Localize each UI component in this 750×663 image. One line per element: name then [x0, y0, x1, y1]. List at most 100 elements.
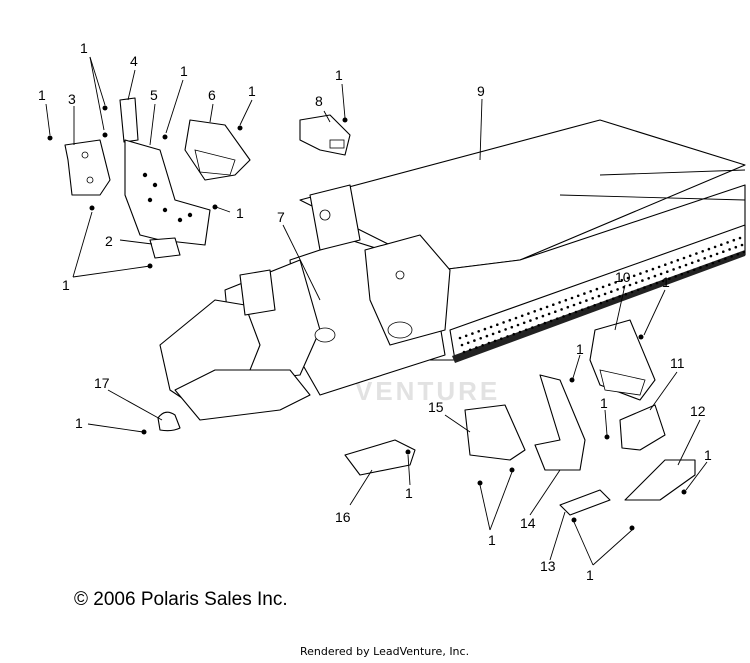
perforation-hole — [483, 327, 487, 331]
plate-part-11 — [619, 404, 666, 451]
bracket-part-4 — [119, 97, 139, 143]
perforation-hole — [547, 312, 551, 316]
perforation-hole — [485, 334, 489, 338]
perforation-hole — [498, 330, 501, 334]
perforation-hole — [724, 257, 727, 261]
perforation-hole — [491, 332, 495, 336]
perforation-hole — [690, 261, 694, 265]
perforation-hole — [670, 261, 673, 264]
bracket-part-2 — [149, 237, 181, 259]
tunnel-chassis-part-9 — [299, 119, 746, 363]
callout-3: 3 — [68, 91, 76, 107]
perforation-hole — [647, 277, 650, 280]
callout-1: 1 — [704, 447, 712, 463]
callout-1: 1 — [335, 67, 343, 83]
perforation-hole — [636, 288, 640, 292]
bracket-part-12 — [624, 459, 696, 501]
perforation-hole — [496, 323, 499, 327]
perforation-hole — [641, 279, 644, 282]
perforation-hole — [524, 328, 528, 332]
plate-part-16 — [344, 439, 416, 476]
tunnel-perforations — [458, 236, 746, 354]
perforation-hole — [533, 310, 536, 313]
perforation-hole — [705, 264, 708, 267]
callout-1: 1 — [248, 83, 256, 99]
perforation-hole — [570, 296, 574, 300]
perforation-hole — [728, 248, 731, 251]
perforation-hole — [510, 325, 514, 329]
perforation-hole — [634, 281, 638, 285]
perforation-hole — [680, 272, 684, 276]
perforation-hole — [626, 276, 630, 280]
perforation-hole — [471, 332, 474, 335]
perforation-hole — [713, 245, 717, 249]
perforation-hole — [520, 314, 524, 318]
callout-labels: 1 1 1 1 1 1 1 1 1 1 1 1 1 1 1 1 2 3 4 5 … — [38, 40, 712, 583]
perforation-hole — [720, 243, 723, 246]
perforation-hole — [466, 341, 470, 345]
callout-8: 8 — [315, 93, 323, 109]
perforation-hole — [686, 270, 690, 274]
perforation-hole — [500, 337, 503, 341]
watermark-text: VENTURE — [355, 376, 500, 406]
mount-part-17 — [157, 411, 181, 432]
perforation-hole — [699, 266, 702, 269]
perforation-hole — [614, 281, 617, 284]
perforation-hole — [643, 286, 646, 289]
perforation-hole — [554, 310, 557, 314]
perforation-hole — [730, 255, 733, 258]
callout-1: 1 — [180, 63, 188, 79]
callout-10: 10 — [615, 269, 631, 285]
perforation-hole — [537, 324, 540, 327]
perforation-hole — [612, 297, 615, 301]
front-frame-assembly — [159, 184, 451, 421]
perforation-hole — [620, 278, 624, 282]
perforation-hole — [682, 256, 686, 260]
perforation-hole — [508, 318, 512, 322]
callout-1: 1 — [80, 40, 88, 56]
callout-1: 1 — [586, 567, 594, 583]
perforation-hole — [601, 285, 605, 289]
perforation-hole — [632, 274, 636, 278]
bracket-part-6 — [184, 119, 251, 181]
perforation-hole — [628, 283, 632, 287]
callout-1: 1 — [488, 532, 496, 548]
callout-1: 1 — [600, 395, 608, 411]
perforation-hole — [572, 303, 576, 307]
perforation-hole — [734, 245, 738, 249]
callout-17: 17 — [94, 375, 110, 391]
perforation-hole — [531, 326, 534, 329]
perforation-hole — [599, 301, 603, 305]
perforation-hole — [711, 261, 715, 265]
callout-1: 1 — [62, 277, 70, 293]
perforation-hole — [674, 275, 677, 278]
perforation-hole — [695, 252, 698, 255]
perforation-hole — [562, 315, 565, 318]
callout-1: 1 — [236, 205, 244, 221]
perforation-hole — [545, 305, 549, 309]
guard-part-10 — [589, 319, 656, 401]
perforation-hole — [732, 238, 736, 242]
perforation-hole — [742, 250, 746, 254]
bracket-part-3 — [64, 139, 111, 196]
perforation-hole — [583, 292, 586, 295]
perforation-hole — [709, 254, 713, 258]
copyright-notice: © 2006 Polaris Sales Inc. — [74, 589, 288, 610]
perforation-hole — [722, 250, 725, 253]
perforation-hole — [591, 297, 594, 300]
perforation-hole — [736, 252, 740, 256]
callout-1: 1 — [75, 415, 83, 431]
perforation-hole — [678, 265, 682, 269]
perforation-hole — [477, 330, 481, 333]
perforation-hole — [668, 277, 671, 281]
perforation-hole — [529, 319, 532, 322]
perforation-hole — [585, 299, 588, 302]
perforation-hole — [616, 288, 619, 291]
perforation-hole — [657, 265, 661, 269]
perforation-hole — [543, 321, 547, 325]
perforation-hole — [541, 314, 545, 318]
perforation-hole — [458, 336, 462, 340]
perforation-hole — [558, 301, 561, 304]
perforation-hole — [514, 316, 518, 320]
